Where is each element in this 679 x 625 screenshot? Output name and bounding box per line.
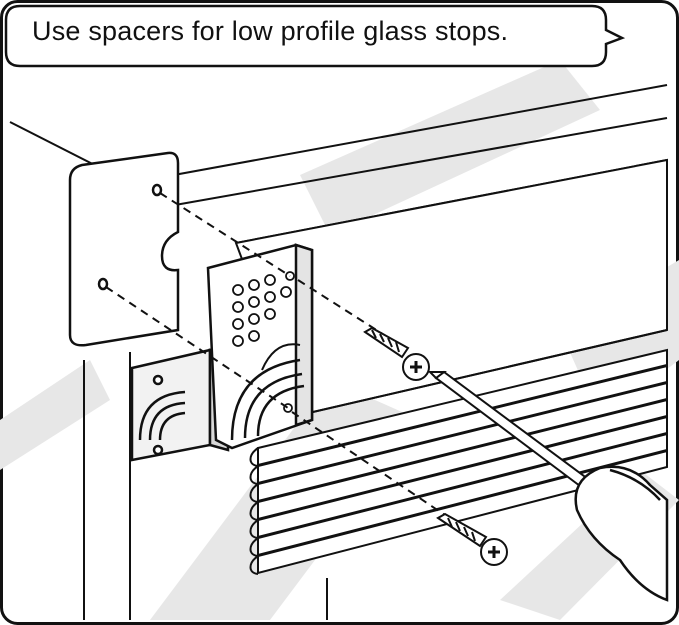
caption-box <box>4 4 626 68</box>
hand <box>574 465 669 602</box>
caption-text: Use spacers for low profile glass stops. <box>32 16 509 46</box>
end-bracket <box>206 243 314 450</box>
mounting-plate <box>68 151 180 347</box>
blind-slats <box>249 348 668 620</box>
mounting-hole-lower <box>97 277 109 291</box>
mounting-hole-upper <box>151 183 163 197</box>
screw-lower <box>436 512 508 566</box>
screw-upper <box>363 326 430 381</box>
